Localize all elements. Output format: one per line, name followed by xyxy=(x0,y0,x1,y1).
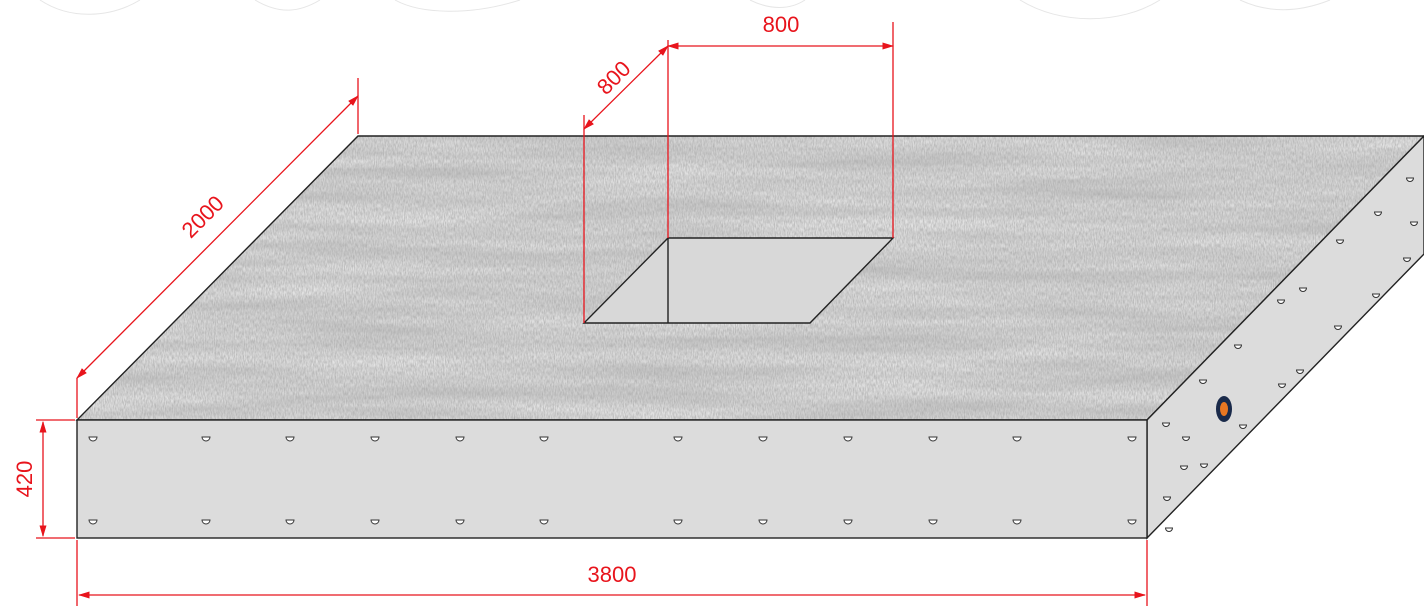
bolt-marker xyxy=(1295,369,1305,374)
bolt-marker xyxy=(1179,465,1189,470)
bolt-marker xyxy=(758,519,768,525)
bolt-marker xyxy=(370,436,380,442)
dimension-thickness-label: 420 xyxy=(12,461,37,498)
bolt-marker xyxy=(758,436,768,442)
bolt-marker xyxy=(843,519,853,525)
bolt-marker xyxy=(370,519,380,525)
bolt-marker xyxy=(1276,299,1286,304)
bolt-marker xyxy=(1277,383,1287,388)
side-port xyxy=(1216,396,1232,422)
bolt-marker xyxy=(1012,519,1022,525)
bolt-marker xyxy=(201,519,211,525)
bolt-marker xyxy=(1012,436,1022,442)
bolt-marker xyxy=(88,519,98,525)
dimension-opening-depth-label: 800 xyxy=(592,56,636,100)
dimension-thickness: 420 xyxy=(12,419,75,539)
dimension-opening-width-label: 800 xyxy=(763,12,800,37)
dimension-opening-width: 800 xyxy=(666,12,895,238)
bolt-marker xyxy=(1409,221,1419,226)
background-contours xyxy=(39,0,1331,20)
dimension-width-label: 2000 xyxy=(177,191,229,243)
bolt-marker xyxy=(1371,293,1381,298)
bolt-marker xyxy=(285,436,295,442)
side-bolts xyxy=(1161,177,1419,532)
bolt-marker xyxy=(673,519,683,525)
bolt-marker xyxy=(1161,422,1171,427)
bolt-marker xyxy=(1402,257,1412,262)
bolt-marker xyxy=(88,436,98,442)
bolt-marker xyxy=(673,436,683,442)
bolt-marker xyxy=(539,519,549,525)
dimension-length-label: 3800 xyxy=(588,562,637,587)
bolt-marker xyxy=(843,436,853,442)
bolt-marker xyxy=(1405,177,1415,182)
bolt-marker xyxy=(1181,436,1191,441)
bolt-marker xyxy=(928,519,938,525)
bolt-marker xyxy=(1298,287,1308,292)
bolt-marker xyxy=(1164,527,1174,532)
bolt-marker xyxy=(1333,325,1343,330)
bolt-marker xyxy=(1199,463,1209,468)
slab-side-face xyxy=(1146,134,1424,540)
bolt-marker xyxy=(1373,211,1383,216)
bolt-marker xyxy=(285,519,295,525)
bolt-marker xyxy=(539,436,549,442)
bolt-marker xyxy=(1198,379,1208,384)
bolt-marker xyxy=(1127,436,1137,442)
bolt-marker xyxy=(928,436,938,442)
bolt-marker xyxy=(455,519,465,525)
front-bolts xyxy=(88,436,1137,525)
bolt-marker xyxy=(1233,344,1243,349)
bolt-marker xyxy=(455,436,465,442)
bolt-marker xyxy=(1238,424,1248,429)
bolt-marker xyxy=(1127,519,1137,525)
dimension-length: 3800 xyxy=(76,540,1148,606)
bolt-marker xyxy=(1335,239,1345,244)
bolt-marker xyxy=(1162,496,1172,501)
bolt-marker xyxy=(201,436,211,442)
slab-front-face xyxy=(76,419,1148,539)
